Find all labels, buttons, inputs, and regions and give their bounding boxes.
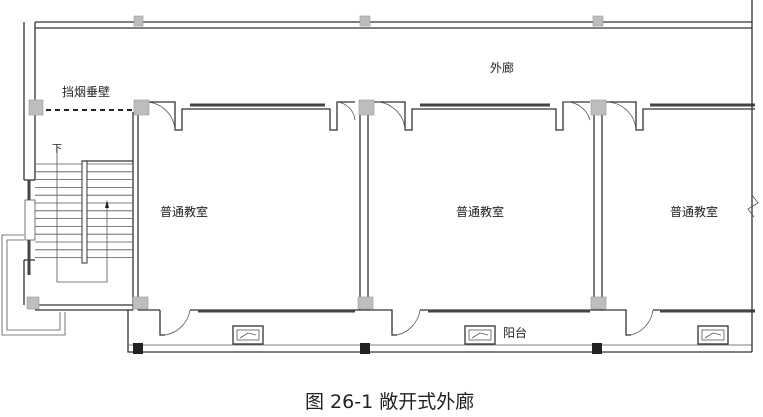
break-line-icon	[747, 194, 759, 218]
balcony-label: 阳台	[503, 325, 527, 340]
stair-up-arrow-icon	[105, 200, 109, 208]
corridor-label: 外廊	[490, 60, 514, 75]
classroom-label: 普通教室	[670, 204, 718, 219]
corridor-walls	[1, 21, 752, 336]
smoke-barrier-label: 挡烟垂壁	[62, 84, 110, 99]
sink-icon	[464, 325, 496, 345]
classroom-label: 普通教室	[160, 204, 208, 219]
classroom-label: 普通教室	[456, 204, 504, 219]
balcony-rail	[127, 0, 759, 353]
classroom-walls	[138, 101, 755, 336]
sink-icon	[697, 325, 729, 345]
columns	[26, 15, 607, 354]
stair-down-label: 下	[52, 144, 62, 155]
sink-icon	[232, 325, 264, 345]
staircase	[35, 112, 139, 311]
figure-caption: 图 26-1 敞开式外廊	[305, 391, 474, 413]
